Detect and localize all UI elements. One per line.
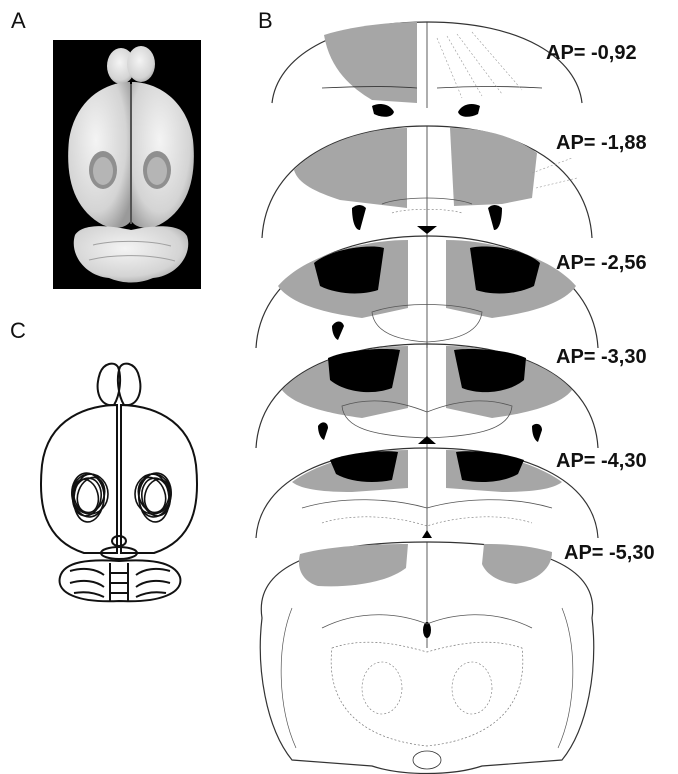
lesion-core-section-4-left <box>328 349 400 392</box>
coronal-sections-panel <box>232 8 678 774</box>
section-label-1: AP= -0,92 <box>546 42 637 65</box>
coronal-section-6 <box>260 542 593 774</box>
coronal-section-4 <box>256 344 598 448</box>
coronal-section-3 <box>256 236 598 348</box>
olfactory-bulb-right <box>127 46 155 82</box>
lesion-extent-section-6-left <box>299 544 408 586</box>
section-label-6: AP= -5,30 <box>564 542 655 565</box>
brain-photo <box>53 40 201 289</box>
schematic-cerebellum <box>60 536 181 601</box>
lesion-extent-section-6-right <box>482 544 552 584</box>
section-label-2: AP= -1,88 <box>556 132 647 155</box>
lesion-extent-section-2-right <box>450 128 537 206</box>
coronal-section-5 <box>256 448 598 538</box>
schematic-olfactory-right <box>118 364 140 406</box>
section-label-5: AP= -4,30 <box>556 450 647 473</box>
lesion-core-section-3-right <box>470 247 540 294</box>
lesion-extent-section-2-left <box>294 128 407 208</box>
section-label-4: AP= -3,30 <box>556 346 647 369</box>
panel-label-c: C <box>10 318 26 344</box>
cerebellum <box>74 226 189 282</box>
lesion-core-section-4-right <box>454 349 526 392</box>
panel-label-a: A <box>11 8 26 34</box>
schematic-lesion-outlines-left <box>69 471 109 523</box>
schematic-lesion-outlines-right <box>134 471 174 523</box>
lesion-schematic <box>30 355 200 605</box>
schematic-olfactory-left <box>98 364 120 406</box>
coronal-section-1 <box>272 22 582 117</box>
lesion-core-section-3-left <box>314 247 384 294</box>
coronal-section-2 <box>262 126 592 238</box>
section-label-3: AP= -2,56 <box>556 252 647 275</box>
lesion-extent-section-1-left <box>324 22 417 103</box>
